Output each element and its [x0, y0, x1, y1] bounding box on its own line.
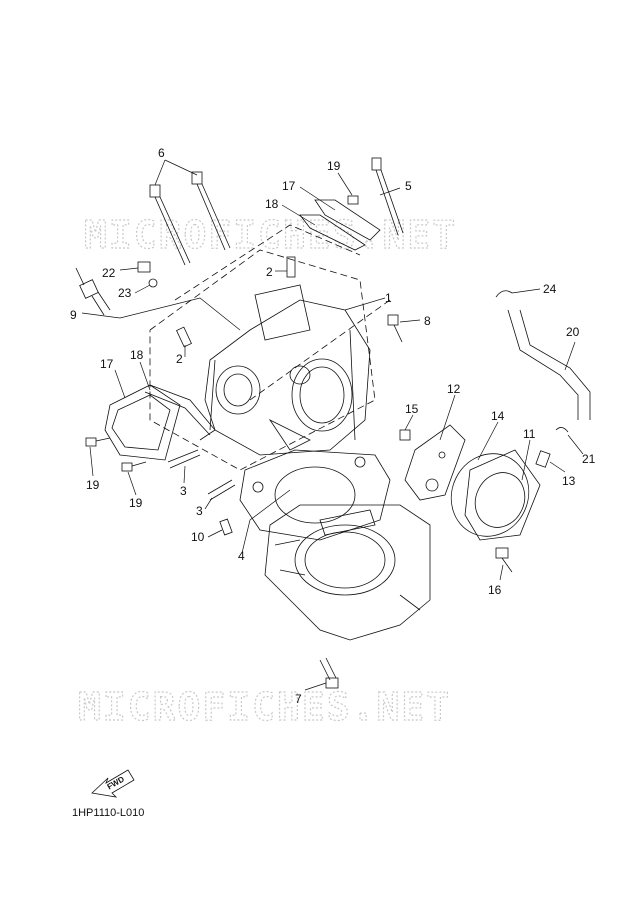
callout-18: 18	[130, 348, 144, 362]
callout-4: 4	[238, 549, 245, 563]
dowel-pins-and-studs	[167, 256, 296, 536]
watermark-top: MICROFICHES.NET	[84, 213, 457, 257]
hose-clips	[495, 290, 569, 433]
fwd-label: FWD	[106, 774, 126, 791]
callout-3: 3	[196, 504, 203, 518]
callout-21: 21	[582, 452, 596, 466]
cylinder-block	[264, 504, 431, 641]
callout-14: 14	[491, 409, 505, 423]
callout-10: 10	[191, 530, 205, 544]
callout-12: 12	[447, 382, 461, 396]
callout-15: 15	[405, 402, 419, 416]
callout-18: 18	[265, 197, 279, 211]
callout-13: 13	[562, 474, 576, 488]
top-cover	[299, 199, 381, 251]
long-bolt-pair	[149, 171, 231, 266]
callout-17: 17	[282, 179, 296, 193]
head-gasket	[239, 449, 391, 541]
forward-arrow-icon: FWD	[91, 769, 135, 798]
callout-24: 24	[543, 282, 557, 296]
callout-19: 19	[129, 496, 143, 510]
assembly-dashed-outline	[149, 224, 391, 471]
side-cover-left	[104, 384, 216, 461]
watermark-bottom: MICROFICHES.NET	[78, 685, 451, 729]
fitting-13	[535, 450, 551, 468]
bolt-5	[371, 157, 404, 236]
spark-plug	[75, 267, 111, 316]
diagram-code: 1HP1110-L010	[72, 807, 144, 819]
bolt-8	[387, 314, 403, 343]
callout-9: 9	[70, 308, 77, 322]
callout-11: 11	[523, 427, 536, 441]
side-cover-right	[450, 449, 541, 541]
cylinder-head	[204, 284, 371, 456]
callout-16: 16	[488, 583, 502, 597]
callout-6: 6	[158, 146, 165, 160]
callout-1: 1	[385, 291, 392, 305]
breather-hose	[507, 309, 591, 420]
callout-2: 2	[266, 265, 273, 279]
callout-23: 23	[118, 286, 132, 300]
callout-19: 19	[86, 478, 100, 492]
callout-17: 17	[100, 357, 114, 371]
callout-labels: 1 2 2 3 3 4 5 6 7 8 9 10 11 12 13 14 15 …	[70, 146, 596, 706]
callout-7: 7	[295, 692, 302, 706]
callout-22: 22	[102, 266, 116, 280]
plug-and-washer	[137, 261, 158, 288]
leader-lines	[81, 159, 584, 691]
callout-19: 19	[327, 159, 341, 173]
callout-2: 2	[176, 352, 183, 366]
plate-12	[404, 424, 466, 501]
callout-5: 5	[405, 179, 412, 193]
callout-3: 3	[180, 484, 187, 498]
callout-8: 8	[424, 314, 431, 328]
bolt-7	[319, 657, 339, 689]
callout-20: 20	[566, 325, 580, 339]
